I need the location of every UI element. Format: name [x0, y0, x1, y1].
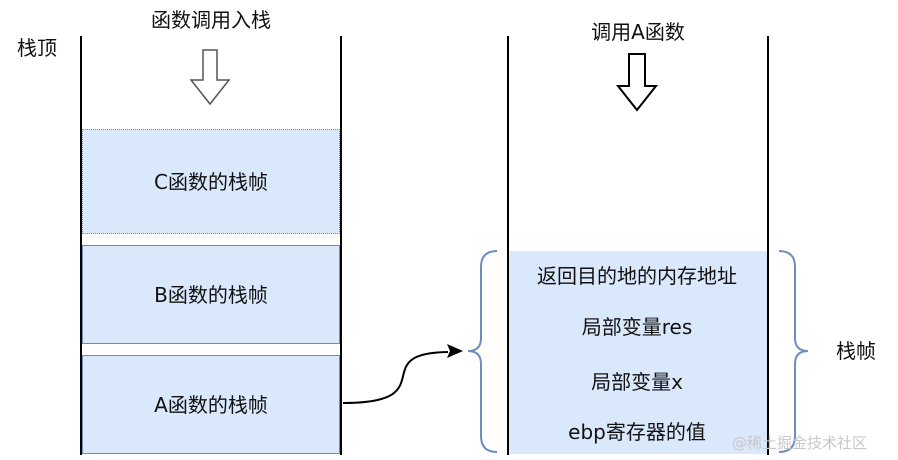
- frame-item-return-address: 返回目的地的内存地址: [537, 264, 737, 288]
- frame-b-label: B函数的栈帧: [154, 282, 268, 307]
- frame-a: A函数的栈帧: [82, 355, 340, 454]
- frame-item-local-x: 局部变量x: [591, 370, 683, 394]
- frame-b: B函数的栈帧: [82, 245, 340, 344]
- right-brace-icon: [778, 250, 809, 453]
- brace-label: 栈帧: [836, 339, 876, 363]
- push-arrow-icon: [189, 49, 231, 106]
- frame-c-label: C函数的栈帧: [154, 169, 268, 194]
- left-brace-icon: [467, 250, 498, 453]
- watermark: @稀土掘金技术社区: [732, 434, 868, 452]
- frame-detail: [509, 251, 767, 454]
- frame-a-label: A函数的栈帧: [154, 392, 268, 417]
- connector-curve: [342, 351, 449, 404]
- stack-top-label: 栈顶: [17, 36, 57, 60]
- call-arrow-icon: [615, 53, 659, 112]
- frame-c: C函数的栈帧: [82, 129, 340, 234]
- right-stack-title: 调用A函数: [591, 20, 685, 44]
- left-stack-title: 函数调用入栈: [151, 8, 271, 32]
- connector-arrowhead-icon: [447, 344, 463, 358]
- frame-item-ebp: ebp寄存器的值: [568, 420, 706, 444]
- frame-item-local-res: 局部变量res: [581, 315, 693, 339]
